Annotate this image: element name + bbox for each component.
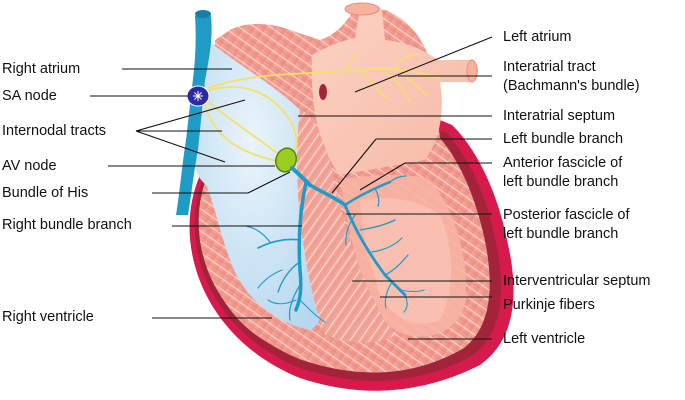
label-right-ventricle: Right ventricle: [2, 309, 94, 325]
purkinje-right-1: [257, 238, 301, 249]
interventricular-septum: [297, 110, 395, 343]
label-bundle-of-his: Bundle of His: [2, 185, 89, 201]
label-anterior-fascicle-2: left bundle branch: [503, 174, 619, 190]
purkinje-right-6: [257, 269, 283, 289]
label-av-node: AV node: [2, 158, 57, 174]
purkinje-left-9: [345, 214, 356, 246]
leader-left-atrium: [354, 36, 493, 93]
internodal-tract-2: [205, 99, 285, 159]
purkinje-left-6: [399, 289, 425, 293]
left-atrium-chamber: [311, 4, 479, 176]
internodal-tract-3: [204, 104, 283, 163]
label-anterior-fascicle-1: Anterior fascicle of: [503, 155, 623, 171]
left-ventricle-cavity-shade: [360, 198, 452, 324]
right-ventricle-wall: [205, 185, 337, 357]
leader-lines: [90, 36, 493, 340]
pulmonary-vein-opening: [466, 59, 478, 83]
label-interatrial-septum: Interatrial septum: [503, 108, 616, 124]
internodal-tract-1: [202, 86, 298, 156]
conduction-system: [186, 51, 441, 323]
purkinje-right-5: [267, 299, 297, 305]
purkinje-left-1: [374, 187, 380, 207]
bachmann-branch-2: [379, 67, 411, 103]
left-atrium-ostium: [319, 84, 327, 100]
label-right-bundle-branch: Right bundle branch: [2, 217, 132, 233]
purkinje-right-4: [288, 284, 301, 321]
label-sa-node: SA node: [2, 88, 57, 104]
label-posterior-fascicle-1: Posterior fascicle of: [503, 207, 630, 223]
bundle-of-his: [290, 166, 312, 187]
label-left-bundle-branch: Left bundle branch: [503, 131, 624, 147]
purkinje-left-4: [371, 237, 403, 253]
label-right-atrium: Right atrium: [2, 61, 81, 77]
sa-node-star: [193, 91, 203, 101]
label-interatrial-tract-2: (Bachmann's bundle): [503, 78, 640, 94]
leader-anterior-fascicle: [359, 162, 406, 191]
purkinje-left-8: [384, 281, 393, 309]
label-purkinje-fibers: Purkinje fibers: [503, 297, 595, 313]
right-heart-chamber: [194, 40, 322, 330]
purkinje-left-5: [384, 254, 409, 276]
bachmanns-bundle: [207, 67, 441, 89]
label-interatrial-tract-1: Interatrial tract: [503, 59, 596, 75]
bachmann-branch-4: [344, 51, 363, 73]
leader-internodal-3: [135, 130, 226, 163]
right-bundle-branch: [294, 180, 308, 312]
label-interventricular-septum: Interventricular septum: [503, 273, 651, 289]
label-left-ventricle: Left ventricle: [503, 331, 586, 347]
label-left-atrium: Left atrium: [503, 29, 572, 45]
av-node: [274, 147, 298, 173]
purkinje-left-3: [359, 219, 396, 231]
purkinje-right-7: [299, 299, 326, 323]
leader-left-bundle-branch: [331, 138, 377, 194]
purkinje-left-2: [389, 175, 407, 183]
heart-illustration: [176, 2, 514, 391]
bachmann-branch-1: [359, 69, 391, 101]
leader-internodal-1: [135, 99, 246, 132]
superior-vena-cava: [176, 12, 212, 215]
leader-bundle-of-his-diag: [247, 171, 291, 194]
label-posterior-fascicle-2: left bundle branch: [503, 226, 619, 242]
svc-opening: [195, 10, 211, 18]
purkinje-right-3: [277, 261, 301, 293]
aorta-opening: [344, 2, 380, 16]
left-bundle-branch: [308, 183, 347, 207]
anterior-fascicle: [343, 180, 392, 207]
bachmann-branch-5: [394, 53, 421, 69]
label-internodal-tracts: Internodal tracts: [2, 123, 106, 139]
purkinje-right-2: [245, 225, 271, 243]
